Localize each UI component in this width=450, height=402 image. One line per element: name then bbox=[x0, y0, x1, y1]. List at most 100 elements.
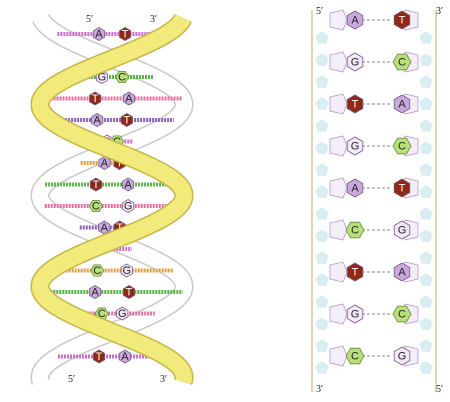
ladder-base-right: G bbox=[393, 346, 411, 366]
helix-base-right: A bbox=[122, 91, 135, 106]
ladder-base-left: G bbox=[346, 52, 364, 72]
ladder-base-right: T bbox=[393, 178, 411, 198]
phosphate-pentagon bbox=[315, 229, 329, 242]
base-letter: G bbox=[122, 265, 131, 277]
phosphate-pentagon bbox=[419, 185, 433, 198]
helix-base-right: T bbox=[120, 113, 133, 127]
left-sugar bbox=[329, 261, 348, 283]
helix-base-right: T bbox=[119, 27, 132, 41]
base-letter: T bbox=[93, 179, 100, 191]
left-sugar bbox=[329, 219, 348, 241]
ladder-bottom-left-label: 3′ bbox=[316, 384, 323, 395]
phosphate-pentagon bbox=[419, 317, 433, 330]
base-letter: T bbox=[92, 93, 99, 105]
phosphate-pentagon bbox=[419, 141, 433, 154]
ladder-base-right: G bbox=[393, 220, 411, 240]
base-letter: G bbox=[351, 141, 360, 153]
phosphate-pentagon bbox=[315, 273, 329, 286]
left-sugar bbox=[329, 135, 348, 157]
helix-base-left: A bbox=[98, 156, 111, 170]
helix-base-right: A bbox=[122, 177, 135, 192]
phosphate-pentagon bbox=[419, 163, 433, 176]
base-letter: A bbox=[101, 222, 109, 234]
phosphate-pentagon bbox=[315, 75, 329, 88]
base-letter: T bbox=[123, 115, 130, 127]
helix-base-left: T bbox=[93, 349, 106, 364]
helix-base-left: C bbox=[88, 199, 103, 213]
left-sugar bbox=[329, 177, 348, 199]
phosphate-pentagon bbox=[419, 207, 433, 220]
base-letter: T bbox=[122, 29, 129, 41]
phosphate-pentagon bbox=[315, 207, 329, 220]
base-letter: C bbox=[92, 201, 100, 213]
phosphate-pentagon bbox=[419, 229, 433, 242]
ladder-base-right: A bbox=[393, 94, 411, 114]
helix-base-left: C bbox=[90, 264, 105, 277]
left-sugar bbox=[329, 345, 348, 367]
base-letter: G bbox=[351, 309, 360, 321]
base-letter: A bbox=[93, 115, 101, 127]
left-sugar bbox=[329, 93, 348, 115]
ladder-base-left: G bbox=[346, 304, 364, 324]
base-letter: C bbox=[98, 308, 106, 320]
phosphate-pentagon bbox=[419, 251, 433, 264]
phosphate-pentagon bbox=[315, 251, 329, 264]
base-letter: G bbox=[118, 308, 127, 320]
helix-base-right: C bbox=[115, 71, 130, 84]
base-letter: A bbox=[351, 15, 359, 27]
helix-base-left: A bbox=[89, 285, 102, 299]
phosphate-pentagon bbox=[419, 273, 433, 286]
phosphate-pentagon bbox=[419, 119, 433, 132]
base-letter: C bbox=[118, 72, 126, 84]
helix-base-right: A bbox=[118, 349, 132, 364]
phosphate-pentagon bbox=[419, 361, 433, 374]
ladder-base-right: C bbox=[392, 305, 412, 323]
helix-top-right-label: 3′ bbox=[150, 14, 157, 25]
ladder-base-right: T bbox=[393, 10, 411, 30]
ladder-top-left-label: 5′ bbox=[316, 6, 323, 17]
helix-base-left: T bbox=[89, 91, 102, 106]
helix-base-right: G bbox=[116, 306, 129, 321]
helix-base-left: A bbox=[91, 113, 104, 127]
phosphate-pentagon bbox=[419, 75, 433, 88]
base-letter: C bbox=[398, 141, 406, 153]
phosphate-pentagon bbox=[315, 119, 329, 132]
phosphate-pentagon bbox=[315, 97, 329, 110]
helix-bottom-left-label: 5′ bbox=[68, 374, 75, 385]
phosphate-pentagon bbox=[315, 361, 329, 374]
helix-base-right: G bbox=[122, 199, 135, 213]
base-letter: T bbox=[399, 183, 406, 195]
ladder-base-right: A bbox=[393, 262, 411, 282]
base-letter: G bbox=[98, 72, 107, 84]
base-letter: A bbox=[398, 99, 406, 111]
phosphate-pentagon bbox=[315, 295, 329, 308]
ladder-base-left: G bbox=[346, 136, 364, 156]
phosphate-pentagon bbox=[315, 339, 329, 352]
phosphate-pentagon bbox=[315, 53, 329, 66]
base-letter: G bbox=[398, 351, 407, 363]
ladder-top-right-label: 3′ bbox=[436, 6, 443, 17]
base-letter: A bbox=[124, 179, 132, 191]
left-sugar bbox=[329, 303, 348, 325]
ladder-phosphate-groups bbox=[315, 31, 433, 374]
ladder-base-right: C bbox=[392, 137, 412, 155]
ladder-base-left: A bbox=[346, 178, 364, 198]
ladder-base-left: T bbox=[346, 94, 364, 114]
base-letter: A bbox=[351, 183, 359, 195]
base-letter: T bbox=[116, 158, 123, 170]
helix-base-right: T bbox=[122, 285, 136, 299]
base-letter: C bbox=[398, 57, 406, 69]
phosphate-pentagon bbox=[315, 317, 329, 330]
base-letter: T bbox=[399, 15, 406, 27]
